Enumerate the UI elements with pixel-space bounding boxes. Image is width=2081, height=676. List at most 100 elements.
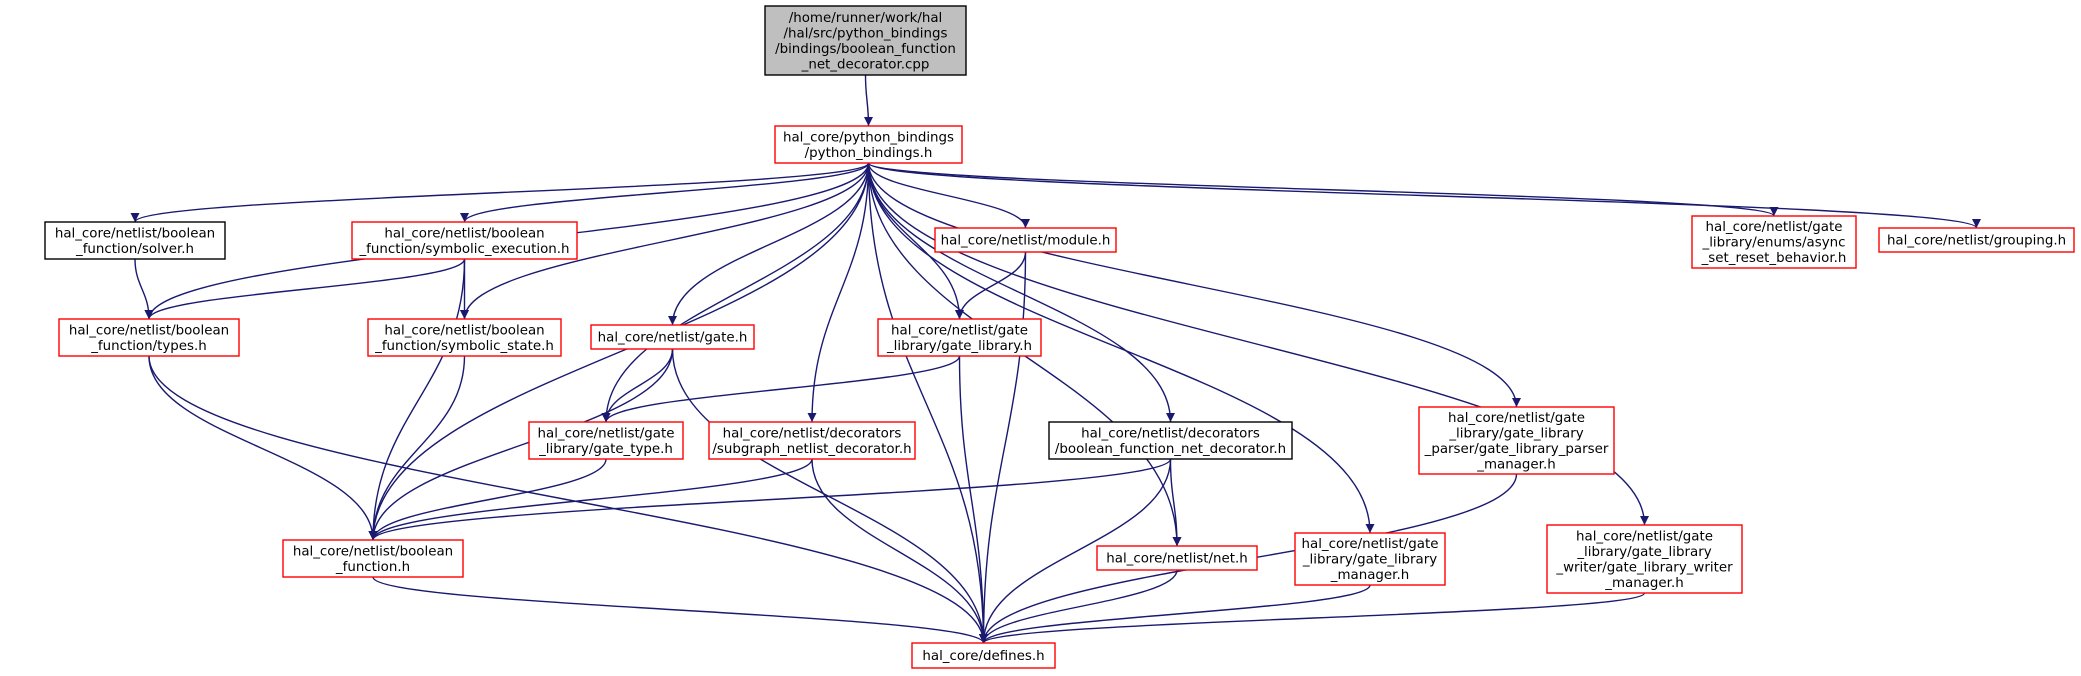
- edge-bf_net_decorator-to-net: [1169, 458, 1182, 547]
- node-label-line: _net_decorator.cpp: [801, 57, 930, 72]
- edge-library_manager-to-defines: [979, 584, 1371, 644]
- node-box: [528, 421, 684, 460]
- node-label-line: _writer/gate_library_writer: [1555, 560, 1733, 575]
- edge-solver-to-types: [134, 258, 154, 320]
- node-net[interactable]: hal_core/netlist/net.h: [1096, 545, 1258, 571]
- node-label-line: hal_core/netlist/gate: [1706, 220, 1843, 235]
- node-writer_manager[interactable]: hal_core/netlist/gate_library/gate_libra…: [1546, 524, 1743, 594]
- edge-gate_library-to-gate_type: [601, 355, 961, 423]
- node-parser_manager[interactable]: hal_core/netlist/gate_library/gate_libra…: [1418, 406, 1615, 475]
- node-label-line: _parser/gate_library_parser: [1424, 442, 1609, 457]
- node-label-line: _function/solver.h: [75, 242, 194, 257]
- node-box: [351, 221, 578, 260]
- node-box: [877, 318, 1042, 357]
- edge-python_bindings-to-gate: [668, 162, 870, 326]
- edge-python_bindings-to-symbolic_execution: [460, 162, 870, 223]
- edge-types-to-defines: [148, 355, 988, 644]
- node-gate_library[interactable]: hal_core/netlist/gate_library/gate_libra…: [877, 318, 1042, 357]
- node-subgraph_decorator[interactable]: hal_core/netlist/decorators/subgraph_net…: [708, 421, 916, 460]
- node-symbolic_execution[interactable]: hal_core/netlist/boolean_function/symbol…: [351, 221, 578, 260]
- node-label-line: _function.h: [335, 560, 410, 575]
- node-gate[interactable]: hal_core/netlist/gate.h: [590, 324, 755, 350]
- node-label-line: hal_core/netlist/boolean: [69, 323, 229, 338]
- edge-python_bindings-to-subgraph_decorator: [807, 162, 870, 423]
- edge-python_bindings-to-parser_manager: [867, 162, 1521, 408]
- node-label-line: _library/gate_library: [1576, 545, 1711, 560]
- edge-symbolic_execution-to-types: [144, 258, 466, 320]
- node-solver[interactable]: hal_core/netlist/boolean_function/solver…: [44, 221, 226, 260]
- node-label-line: _library/enums/async: [1702, 236, 1846, 251]
- node-label-line: hal_core/netlist/gate: [538, 426, 675, 441]
- node-box: [934, 227, 1117, 253]
- node-label-line: /python_bindings.h: [805, 146, 933, 161]
- edge-subgraph_decorator-to-boolean_function: [368, 458, 813, 541]
- node-label-line: hal_core/python_bindings: [783, 130, 954, 145]
- edge-gate_library-to-defines: [958, 355, 988, 644]
- node-label-line: _library/gate_library: [1302, 553, 1437, 568]
- node-label-line: _library/gate_type.h: [538, 442, 673, 457]
- node-label-line: hal_core/netlist/boolean: [55, 226, 215, 241]
- node-types[interactable]: hal_core/netlist/boolean_function/types.…: [58, 318, 240, 357]
- node-label-line: hal_core/netlist/module.h: [941, 234, 1111, 249]
- node-root[interactable]: /home/runner/work/hal/hal/src/python_bin…: [764, 5, 967, 76]
- node-label-line: _manager.h: [1476, 457, 1555, 472]
- node-box: [1418, 406, 1615, 475]
- edge-gate-to-boolean_function: [368, 348, 674, 541]
- edge-module-to-gate_library: [955, 251, 1027, 320]
- edge-python_bindings-to-grouping: [867, 162, 1981, 229]
- node-label-line: hal_core/netlist/gate: [1448, 411, 1585, 426]
- node-label-line: _manager.h: [1604, 576, 1683, 591]
- node-box: [774, 125, 963, 164]
- node-label-line: /hal/src/python_bindings: [784, 26, 948, 41]
- node-box: [590, 324, 755, 350]
- node-label-line: _library/gate_library: [1448, 426, 1583, 441]
- node-label-line: _function/symbolic_state.h: [374, 339, 554, 354]
- node-box: [1048, 421, 1293, 460]
- edge-python_bindings-to-symbolic_state: [460, 162, 870, 320]
- node-box: [1294, 532, 1446, 586]
- node-defines[interactable]: hal_core/defines.h: [911, 642, 1056, 669]
- edge-net-to-defines: [979, 569, 1178, 644]
- node-label-line: hal_core/netlist/decorators: [1081, 426, 1260, 441]
- node-gate_type[interactable]: hal_core/netlist/gate_library/gate_type.…: [528, 421, 684, 460]
- edges-layer: [130, 74, 1981, 644]
- node-box: [44, 221, 226, 260]
- node-label-line: hal_core/netlist/gate: [1302, 537, 1439, 552]
- edge-python_bindings-to-library_manager: [867, 162, 1375, 534]
- node-box: [58, 318, 240, 357]
- node-box: [764, 5, 967, 76]
- edge-python_bindings-to-boolean_function: [368, 162, 870, 541]
- node-box: [1691, 215, 1857, 269]
- node-box: [1546, 524, 1743, 594]
- node-boolean_function[interactable]: hal_core/netlist/boolean_function.h: [282, 539, 464, 578]
- node-async_reset[interactable]: hal_core/netlist/gate_library/enums/asyn…: [1691, 215, 1857, 269]
- node-box: [367, 318, 562, 357]
- node-label-line: hal_core/netlist/boolean: [293, 544, 453, 559]
- node-box: [282, 539, 464, 578]
- node-label-line: _manager.h: [1330, 568, 1409, 583]
- node-label-line: hal_core/netlist/decorators: [723, 426, 902, 441]
- node-python_bindings[interactable]: hal_core/python_bindings/python_bindings…: [774, 125, 963, 164]
- node-bf_net_decorator[interactable]: hal_core/netlist/decorators/boolean_func…: [1048, 421, 1293, 460]
- edge-gate_type-to-boolean_function: [368, 458, 607, 541]
- edge-bf_net_decorator-to-defines: [979, 458, 1172, 644]
- node-grouping[interactable]: hal_core/netlist/grouping.h: [1878, 227, 2075, 253]
- node-label-line: _library/gate_library.h: [886, 339, 1032, 354]
- node-label-line: /home/runner/work/hal: [789, 11, 943, 26]
- edge-types-to-boolean_function: [148, 355, 378, 541]
- edge-subgraph_decorator-to-defines: [811, 458, 988, 644]
- node-label-line: /subgraph_netlist_decorator.h: [712, 442, 911, 457]
- node-box: [1096, 545, 1258, 571]
- node-module[interactable]: hal_core/netlist/module.h: [934, 227, 1117, 253]
- edge-python_bindings-to-solver: [130, 162, 870, 223]
- node-label-line: hal_core/netlist/gate.h: [598, 331, 748, 346]
- node-label-line: _set_reset_behavior.h: [1701, 251, 1847, 266]
- node-library_manager[interactable]: hal_core/netlist/gate_library/gate_libra…: [1294, 532, 1446, 586]
- edge-module-to-defines: [979, 251, 1027, 644]
- edge-bf_net_decorator-to-boolean_function: [368, 458, 1172, 541]
- edge-symbolic_state-to-boolean_function: [368, 355, 466, 541]
- edge-boolean_function-to-defines: [372, 576, 988, 644]
- node-label-line: hal_core/netlist/gate: [891, 323, 1028, 338]
- edge-python_bindings-to-async_reset: [867, 162, 1779, 217]
- node-symbolic_state[interactable]: hal_core/netlist/boolean_function/symbol…: [367, 318, 562, 357]
